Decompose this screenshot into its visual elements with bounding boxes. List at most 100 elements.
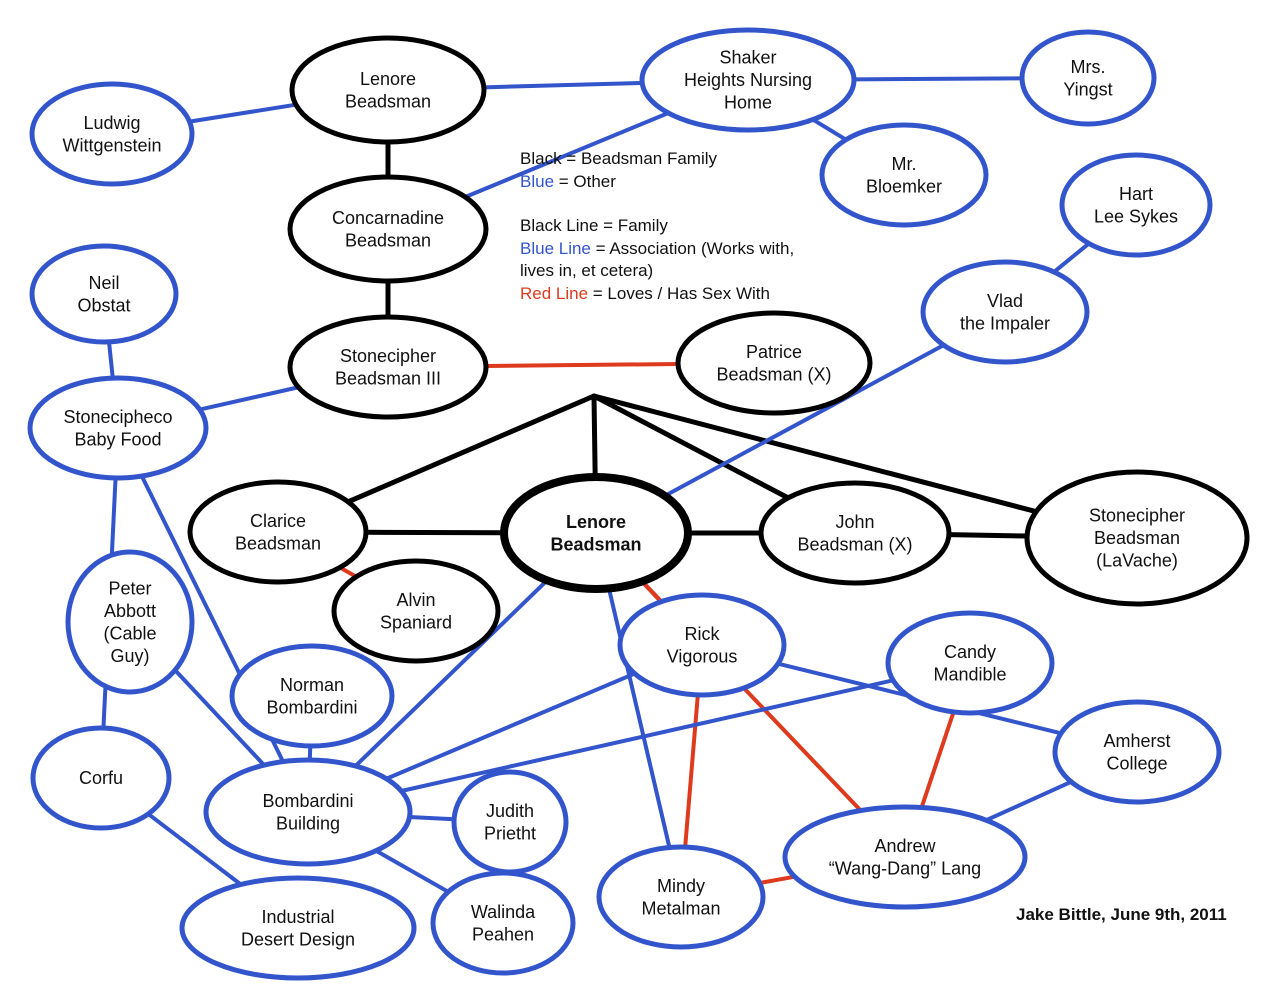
node-label-clarice-1: Beadsman: [235, 533, 321, 553]
node-label-shaker-0: Shaker: [719, 48, 776, 68]
node-label-lenore-1: Beadsman: [550, 534, 641, 554]
node-label-industrial-1: Desert Design: [241, 929, 355, 949]
node-label-bombardini_bldg-0: Bombardini: [262, 791, 353, 811]
node-label-amherst-1: College: [1106, 753, 1167, 773]
edge-other-lenore_sr-wittgenstein: [187, 102, 298, 124]
node-label-abbott-1: Abbott: [104, 601, 156, 621]
legend-node-other: Blue = Other: [520, 171, 794, 194]
node-label-candy-0: Candy: [944, 642, 996, 662]
legend-black-line-key: Black Line: [520, 216, 599, 235]
edge-other-obstat-stonecipheco: [107, 339, 115, 381]
node-label-bloemker-0: Mr.: [892, 154, 917, 174]
node-ellipse-shaker: [639, 27, 857, 133]
node-lang: Andrew“Wang-Dang” Lang: [782, 804, 1028, 910]
node-label-lenore_sr-1: Beadsman: [345, 91, 431, 111]
node-label-lavache-2: (LaVache): [1096, 551, 1178, 571]
author-credit: Jake Bittle, June 9th, 2011: [1016, 905, 1227, 924]
node-ellipse-amherst: [1052, 699, 1222, 805]
edge-love-mindy-lang: [757, 874, 797, 885]
node-label-stonecipher3-1: Beadsman III: [335, 368, 441, 388]
node-label-lenore_sr-0: Lenore: [360, 69, 416, 89]
node-label-vlad-1: the Impaler: [960, 313, 1050, 333]
node-ellipse-judith: [451, 769, 569, 875]
edge-love-clarice-alvin: [337, 565, 359, 579]
edge-other-bombardini_bldg-judith: [407, 815, 457, 822]
node-ellipse-abbott: [65, 549, 195, 695]
edge-love-rick-mindy: [683, 692, 700, 850]
edge-family-children_junction-clarice: [345, 393, 597, 505]
node-label-abbott-0: Peter: [108, 578, 151, 598]
edge-other-lenore_sr-shaker: [481, 80, 645, 90]
legend-line-love: Red Line = Loves / Has Sex With: [520, 283, 794, 306]
node-ellipse-lenore: [500, 473, 692, 593]
edge-other-shaker-yingst: [851, 76, 1025, 82]
legend-node-family: Black = Beadsman Family: [520, 148, 794, 171]
node-label-concarnadine-0: Concarnadine: [332, 208, 444, 228]
legend: Black = Beadsman Family Blue = Other Bla…: [520, 148, 794, 305]
node-label-stonecipher3-0: Stonecipher: [340, 346, 436, 366]
legend-blue-desc: = Other: [554, 171, 616, 191]
node-label-wittgenstein-1: Wittgenstein: [62, 135, 161, 155]
edge-other-stonecipheco-stonecipher3: [197, 385, 301, 412]
node-ellipse-alvin: [331, 558, 501, 664]
node-label-john-0: John: [835, 512, 874, 532]
node-ellipse-wittgenstein: [29, 81, 195, 187]
edge-other-corfu-industrial: [146, 811, 243, 887]
edge-family-children_junction-lavache: [591, 393, 1039, 515]
node-ellipse-norman: [229, 643, 395, 749]
node-label-john-1: Beadsman (X): [797, 534, 912, 554]
node-ellipse-bloemker: [819, 122, 989, 228]
edge-family-children_junction-john: [591, 393, 791, 501]
node-label-lang-1: “Wang-Dang” Lang: [829, 858, 981, 878]
node-label-candy-1: Mandible: [933, 664, 1006, 684]
node-label-hart-1: Lee Sykes: [1094, 206, 1178, 226]
node-label-wittgenstein-0: Ludwig: [83, 113, 140, 133]
edge-other-hart-vlad: [1052, 241, 1091, 274]
edge-other-vlad-lenore: [662, 343, 946, 498]
node-label-mindy-1: Metalman: [641, 898, 720, 918]
node-label-rick-0: Rick: [685, 624, 721, 644]
edge-layer: [101, 76, 1091, 894]
node-label-lavache-1: Beadsman: [1094, 528, 1180, 548]
node-label-alvin-0: Alvin: [396, 590, 435, 610]
node-label-hart-0: Hart: [1119, 184, 1153, 204]
node-label-norman-1: Bombardini: [266, 697, 357, 717]
edge-family-john-lavache: [946, 532, 1030, 539]
legend-blue-line-desc: = Association (Works with,: [590, 238, 795, 258]
legend-black-key: Black: [520, 149, 562, 168]
legend-line-family: Black Line = Family: [520, 215, 794, 238]
node-label-yingst-1: Yingst: [1063, 79, 1112, 99]
node-ellipse-concarnadine: [287, 174, 489, 284]
node-ellipse-lenore_sr: [289, 35, 487, 145]
edge-other-bombardini_bldg-walinda: [374, 848, 451, 894]
edge-other-lenore-mindy: [606, 586, 672, 850]
node-label-obstat-0: Neil: [88, 273, 119, 293]
node-label-lavache-0: Stonecipher: [1089, 506, 1185, 526]
node-ellipse-bombardini_bldg: [203, 757, 413, 867]
node-label-obstat-1: Obstat: [77, 295, 130, 315]
edge-other-abbott-bombardini_bldg: [173, 668, 267, 768]
node-ellipse-vlad: [920, 259, 1090, 365]
node-ellipse-walinda: [430, 870, 576, 976]
node-ellipse-mindy: [596, 844, 766, 950]
node-label-judith-1: Prietht: [484, 823, 536, 843]
node-ellipse-obstat: [29, 243, 179, 345]
node-label-stonecipheco-1: Baby Food: [74, 429, 161, 449]
